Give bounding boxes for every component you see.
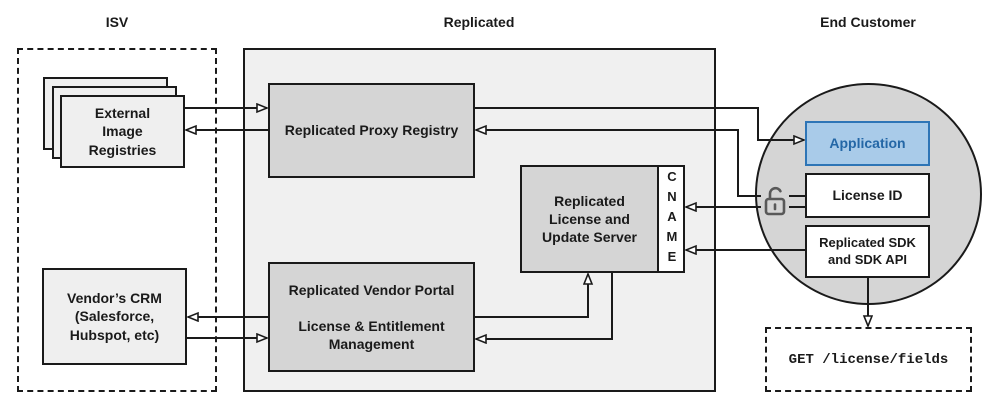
license-id-label: License ID [832, 187, 903, 204]
edge-proxy-to-application [475, 107, 804, 140]
license-id-node: License ID [805, 173, 930, 218]
cname-label: CNAME [664, 169, 680, 269]
replicated-section-title: Replicated [443, 14, 515, 30]
application-node: Application [805, 121, 930, 166]
license-update-server-node: Replicated License and Update Server [520, 165, 659, 273]
vendor-portal-node: Replicated Vendor Portal License & Entit… [268, 262, 475, 372]
cname-node: CNAME [657, 165, 685, 273]
vendors-crm-label: Vendor’s CRM (Salesforce, Hubspot, etc) [67, 290, 162, 343]
license-update-server-label: Replicated License and Update Server [542, 192, 637, 246]
replicated-sdk-label: Replicated SDK and SDK API [819, 234, 916, 267]
replicated-proxy-registry-node: Replicated Proxy Registry [268, 83, 475, 178]
replicated-sdk-node: Replicated SDK and SDK API [805, 225, 930, 278]
external-image-registries-node: External Image Registries [60, 95, 185, 168]
isv-section-title: ISV [105, 14, 129, 30]
unlock-icon [761, 182, 789, 217]
vendor-portal-label: Replicated Vendor Portal License & Entit… [288, 281, 455, 353]
vendors-crm-node: Vendor’s CRM (Salesforce, Hubspot, etc) [42, 268, 187, 365]
replicated-proxy-registry-label: Replicated Proxy Registry [284, 122, 459, 139]
end-customer-section-title: End Customer [820, 14, 916, 30]
edge-portal-to-licenseserver [475, 274, 588, 318]
get-license-fields-node: GET /license/fields [765, 327, 972, 392]
edge-licenseserver-to-portal [476, 272, 613, 339]
external-image-registries-label: External Image Registries [88, 105, 157, 158]
get-license-fields-label: GET /license/fields [788, 351, 949, 368]
application-label: Application [829, 135, 906, 152]
